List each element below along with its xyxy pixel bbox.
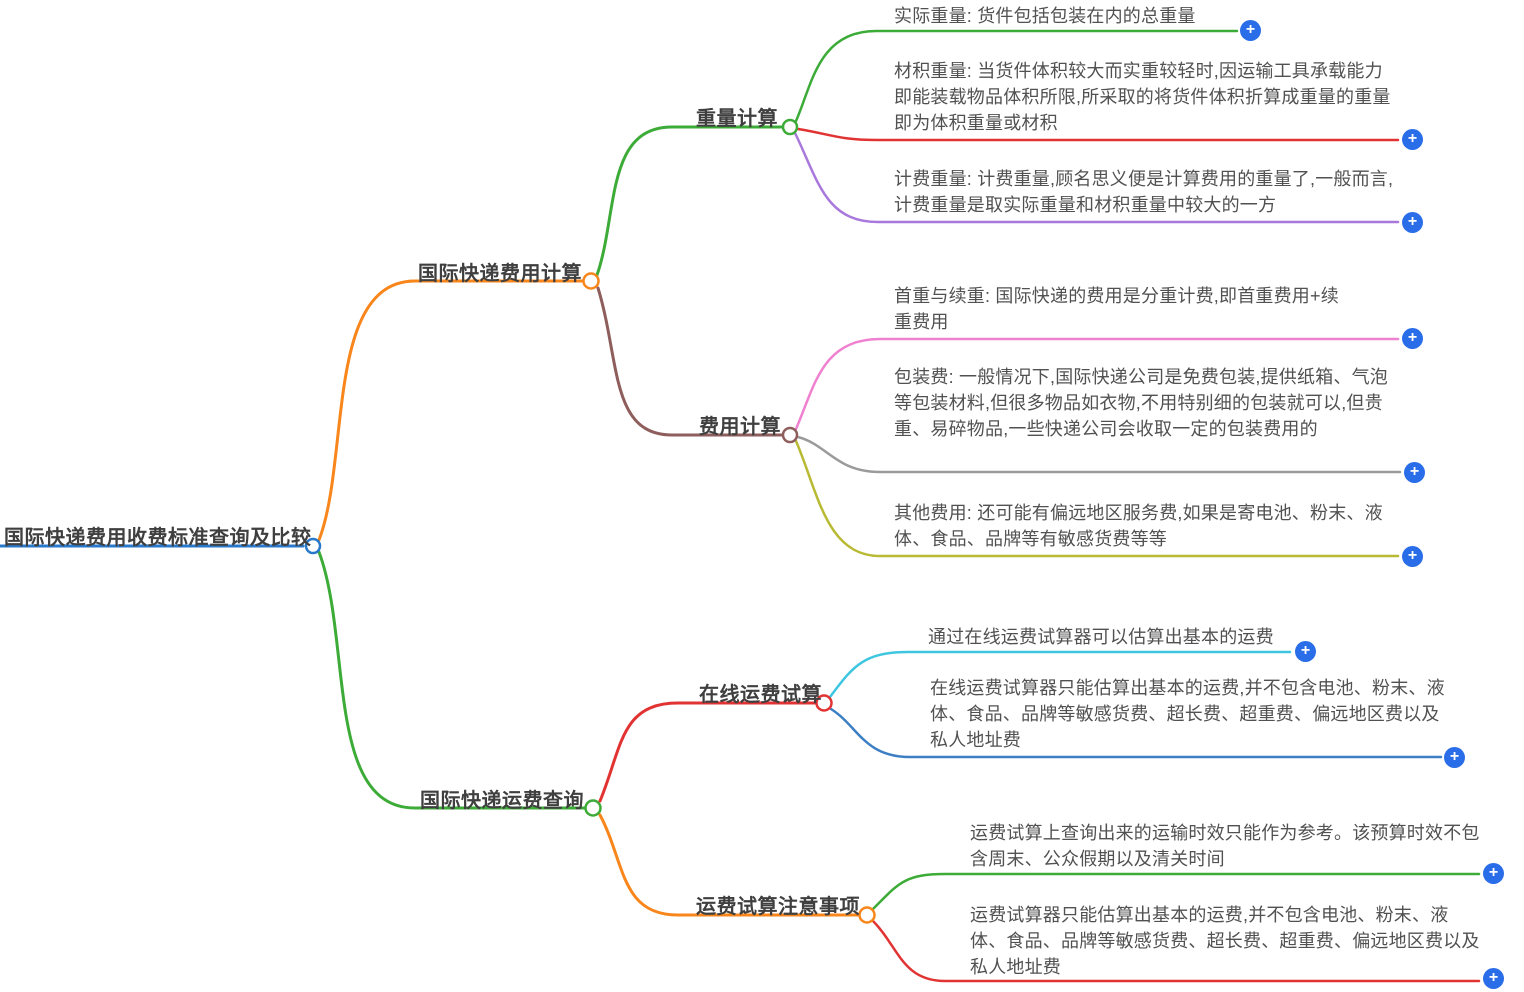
leaf-transit-time-note-line (871, 872, 1481, 911)
plus-icon: + (1488, 863, 1499, 881)
leaf-transit-time-note[interactable]: 运费试算上查询出来的运输时效只能作为参考。该预算时效不包含周末、公众假期以及清关… (970, 823, 1480, 869)
leaf-other-fee[interactable]: 其他费用: 还可能有偏远地区服务费,如果是寄电池、粉末、液体、食品、品牌等有敏感… (894, 503, 1383, 549)
leaf-trial-limit-note[interactable]: 运费试算器只能估算出基本的运费,并不包含电池、粉末、液体、食品、品牌等敏感货费、… (970, 905, 1480, 977)
add-node-button[interactable]: + (1483, 863, 1504, 884)
plus-icon: + (1300, 641, 1311, 659)
leaf-actual-weight[interactable]: 实际重量: 货件包括包装在内的总重量 (894, 6, 1196, 26)
add-node-button[interactable]: + (1295, 641, 1316, 662)
add-node-button[interactable]: + (1402, 129, 1423, 150)
add-node-button[interactable]: + (1402, 212, 1423, 233)
fee-calculation-node-toggle[interactable] (582, 272, 600, 290)
node-weight-calc-line (595, 125, 785, 277)
node-online-freight-trial-line (598, 701, 819, 803)
add-node-button[interactable]: + (1483, 968, 1504, 989)
plus-icon: + (1407, 546, 1418, 564)
leaf-packing-fee-line (796, 435, 1402, 474)
leaf-other-fee-line (794, 439, 1400, 558)
leaf-volume-weight-line (796, 127, 1400, 142)
fee-calculation-node-label[interactable]: 国际快递费用计算 (418, 263, 582, 285)
add-node-button[interactable]: + (1402, 546, 1423, 567)
cost-calc-node-toggle[interactable] (781, 426, 799, 444)
online-freight-trial-node-toggle[interactable] (815, 694, 833, 712)
node-cost-calc-line (596, 286, 785, 437)
cost-calc-node-label[interactable]: 费用计算 (699, 416, 781, 438)
leaf-first-continued-weight-line (794, 337, 1400, 431)
add-node-button[interactable]: + (1404, 462, 1425, 483)
leaf-online-calculator[interactable]: 通过在线运费试算器可以估算出基本的运费 (928, 627, 1274, 647)
weight-calc-node-toggle[interactable] (781, 118, 799, 136)
add-node-button[interactable]: + (1240, 20, 1261, 41)
trial-notes-node-label[interactable]: 运费试算注意事项 (696, 896, 860, 918)
leaf-packing-fee[interactable]: 包装费: 一般情况下,国际快递公司是免费包装,提供纸箱、气泡等包装材料,但很多物… (894, 367, 1389, 439)
leaf-online-calculator-line (828, 650, 1292, 699)
plus-icon: + (1245, 20, 1256, 38)
plus-icon: + (1407, 212, 1418, 230)
leaf-actual-weight-line (794, 29, 1239, 123)
node-trial-notes-line (598, 813, 861, 917)
leaf-billing-weight-line (793, 131, 1400, 224)
plus-icon: + (1488, 968, 1499, 986)
weight-calc-node-label[interactable]: 重量计算 (696, 108, 778, 130)
leaf-first-continued-weight[interactable]: 首重与续重: 国际快递的费用是分重计费,即首重费用+续重费用 (894, 286, 1339, 332)
plus-icon: + (1407, 129, 1418, 147)
root-node-toggle[interactable] (304, 537, 322, 555)
root-node-label[interactable]: 国际快递费用收费标准查询及比较 (4, 527, 312, 549)
freight-query-node-toggle[interactable] (584, 799, 602, 817)
plus-icon: + (1449, 747, 1460, 765)
add-node-button[interactable]: + (1444, 747, 1465, 768)
freight-query-node-label[interactable]: 国际快递运费查询 (420, 790, 584, 812)
branch-freight-query-line (317, 550, 587, 810)
online-freight-trial-node-label[interactable]: 在线运费试算 (699, 684, 822, 706)
leaf-volume-weight[interactable]: 材积重量: 当货件体积较大而实重较轻时,因运输工具承载能力即能装载物品体积所限,… (894, 61, 1391, 133)
leaf-online-calculator-limit[interactable]: 在线运费试算器只能估算出基本的运费,并不包含电池、粉末、液体、食品、品牌等敏感货… (930, 678, 1445, 750)
trial-notes-node-toggle[interactable] (858, 906, 876, 924)
plus-icon: + (1409, 462, 1420, 480)
leaf-online-calculator-limit-line (829, 707, 1443, 759)
add-node-button[interactable]: + (1402, 328, 1423, 349)
branch-fee-calculation-line (317, 279, 585, 542)
plus-icon: + (1407, 328, 1418, 346)
leaf-billing-weight[interactable]: 计费重量: 计费重量,顾名思义便是计算费用的重量了,一般而言,计费重量是取实际重… (894, 169, 1394, 215)
leaf-trial-limit-note-line (871, 919, 1481, 983)
